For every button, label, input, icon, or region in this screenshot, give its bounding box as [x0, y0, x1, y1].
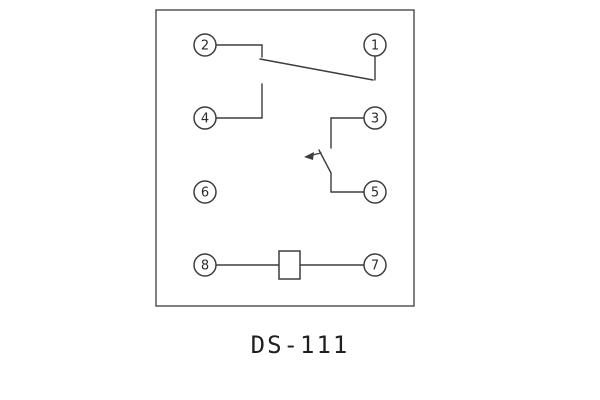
terminal-7-circle	[363, 253, 387, 277]
terminal-7: 7	[363, 253, 387, 277]
terminal-5-label: 5	[371, 186, 379, 201]
switch-blade-right	[318, 149, 332, 174]
terminal-2-label: 2	[201, 39, 209, 54]
terminal-7-label: 7	[371, 259, 379, 274]
switch-blade-top	[259, 58, 374, 81]
terminal-8: 8	[193, 253, 217, 277]
terminal-1: 1	[363, 33, 387, 57]
contact-group-right	[304, 117, 365, 193]
terminal-6-circle	[193, 180, 217, 204]
terminal-2: 2	[193, 33, 217, 57]
terminal-4: 4	[193, 106, 217, 130]
coil-group	[215, 250, 365, 280]
terminal-3-label: 3	[371, 112, 379, 127]
terminal-8-circle	[193, 253, 217, 277]
enclosure-outline	[155, 9, 415, 307]
terminal-3: 3	[363, 106, 387, 130]
terminal-1-circle	[363, 33, 387, 57]
terminal-8-label: 8	[201, 259, 209, 274]
contact-group-top	[215, 44, 376, 119]
terminal-1-label: 1	[371, 39, 379, 54]
terminal-4-circle	[193, 106, 217, 130]
terminal-6-label: 6	[201, 186, 209, 201]
terminal-2-circle	[193, 33, 217, 57]
relay-coil	[278, 250, 301, 280]
terminal-6: 6	[193, 180, 217, 204]
terminal-5-circle	[363, 180, 387, 204]
actuator-arrow-icon	[304, 152, 314, 160]
model-caption: DS-111	[251, 331, 350, 359]
terminal-3-circle	[363, 106, 387, 130]
terminal-4-label: 4	[201, 112, 209, 127]
terminal-5: 5	[363, 180, 387, 204]
